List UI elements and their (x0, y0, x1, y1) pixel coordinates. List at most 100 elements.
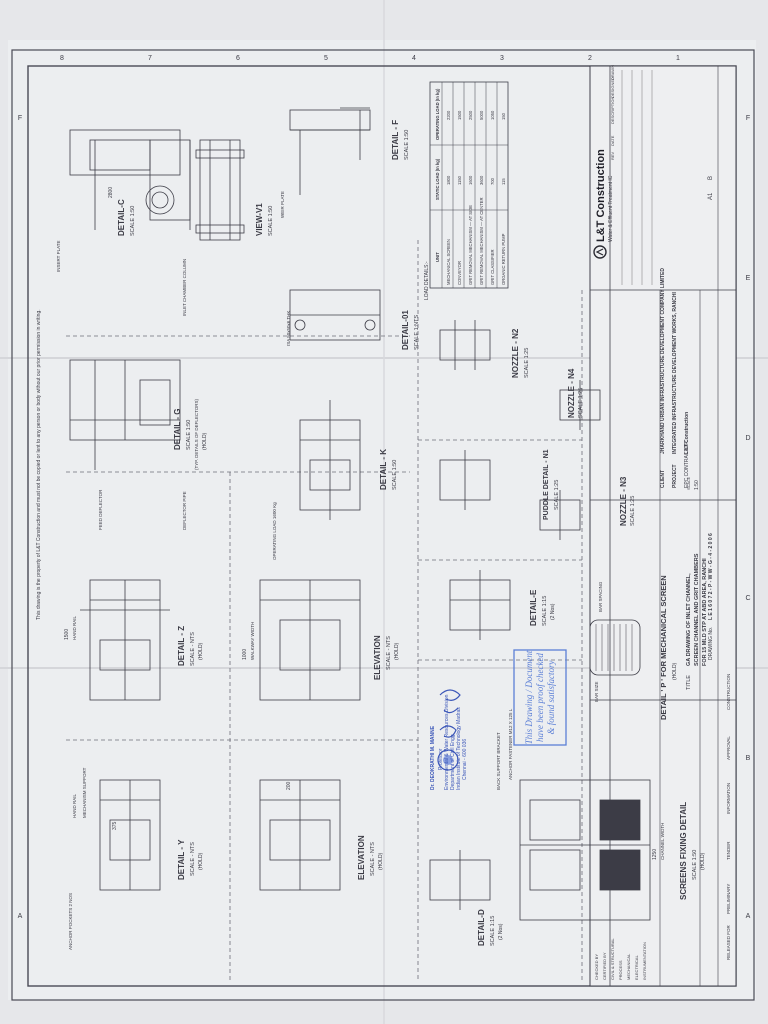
lt-logo: L&T Construction Water & Effluent Treatm… (593, 149, 614, 259)
num-6: 6 (236, 55, 240, 62)
svg-text:DESCRIPTION: DESCRIPTION (610, 97, 615, 124)
svg-text:Department of Civil Engg: Department of Civil Engg (450, 734, 456, 790)
mark-f: F (746, 115, 750, 122)
detail-y-title: DETAIL - Y (177, 839, 186, 880)
signatory-name: Dr. DEOKRATHI M. MANNE (430, 725, 436, 790)
hold-screens: (HOLD) (700, 852, 706, 870)
detail-y-view (99, 779, 161, 891)
detail-e-scale: SCALE 1:15 (542, 596, 548, 626)
client-name: JHARKHAND URBAN INFRASTRUCTURE DEVELOPME… (660, 268, 666, 454)
mark-c: C (745, 595, 750, 602)
nozzle-n4-scale: SCALE 1:25 (578, 388, 584, 418)
detail-c-title: DETAIL-C (117, 199, 126, 236)
epc-label: EPC CONTRACTOR (684, 441, 690, 488)
drawing-no: L E 1 6 0 7 2 - P - W W - G - 4 - 2 0 0 … (708, 533, 714, 620)
dim-200: 200 (286, 781, 292, 790)
detail-c-view (69, 129, 191, 230)
proof-check-stamp: This Drawing / Document have been proof … (513, 649, 567, 746)
svg-text:ELECTRICAL: ELECTRICAL (634, 955, 639, 980)
isa-label: ISA 50x50x6 THK (286, 311, 291, 346)
svg-text:5000: 5000 (479, 110, 484, 120)
mark-a: A (746, 913, 751, 920)
svg-text:GRIT REMOVAL MECHANISM — AT CE: GRIT REMOVAL MECHANISM — AT CENTER (479, 198, 484, 285)
num-5: 5 (324, 55, 328, 62)
view-v1 (195, 139, 245, 241)
bar-spacing-label: BAR SPACING (598, 581, 603, 612)
svg-text:OPERATING LOAD (In kg): OPERATING LOAD (In kg) (435, 88, 440, 140)
mark-d: D (745, 435, 750, 442)
channel-width-label: CHANNEL WIDTH (660, 823, 665, 860)
dim-1500: 1500 (64, 629, 70, 640)
elevation-lower-title: ELEVATION (357, 835, 366, 880)
elevation-scale: SCALE - NTS (386, 636, 392, 670)
elevation-title: ELEVATION (373, 635, 382, 680)
project-label: PROJECT (672, 464, 678, 488)
nozzle-n3-view (539, 490, 581, 540)
puddle-n1-view (439, 450, 491, 510)
svg-text:1150: 1150 (457, 175, 462, 185)
detail-g-title: DETAIL - G (173, 409, 182, 450)
detail-g-note: (TYP. DETAILS OF DEFLECTORS) (194, 398, 199, 470)
detail-d-view (429, 850, 491, 910)
elevation-upper-view (259, 579, 361, 701)
drawing-no-label: DRAWING No. (708, 627, 714, 660)
dim-1250: 1250 (652, 849, 658, 860)
detail-z-view (80, 579, 170, 701)
load-title: LOAD DETAILS:- (424, 261, 430, 300)
svg-text:2500: 2500 (468, 110, 473, 120)
revision-table: REV DATE DESCRIPTION DESIGNED DRAWN (610, 65, 653, 285)
inlet-chamber-label: INLET CHAMBER COLUMN (182, 259, 187, 316)
dim-1000: 1000 (242, 649, 248, 660)
load-details-table: LOAD DETAILS:- UNIT STATIC LOAD (In kg) … (424, 81, 509, 300)
svg-text:INFORMATION: INFORMATION (726, 783, 731, 814)
svg-text:CHECKED BY: CHECKED BY (594, 954, 599, 980)
mech-support-label: MECHANISM SUPPORT (82, 767, 87, 818)
svg-text:DESIGNED: DESIGNED (610, 77, 615, 98)
operating-load-label: OPERATING LOAD 1600 Kg (272, 502, 277, 560)
svg-text:GRIT CLASSIFIER: GRIT CLASSIFIER (490, 249, 495, 285)
detail-g-scale: SCALE 1:50 (186, 420, 192, 450)
detail-z-scale: SCALE - NTS (190, 632, 196, 666)
screens-fixing-scale: SCALE 1:50 (692, 850, 698, 880)
svg-text:APPROVAL: APPROVAL (726, 736, 731, 760)
sheet-size: A1 (708, 192, 714, 200)
detail-f-view (289, 107, 371, 195)
deflector-pipe-label: DEFLECTOR PIPE (182, 491, 187, 530)
svg-text:CONSTRUCTION: CONSTRUCTION (726, 674, 731, 710)
elevation-lower-scale: SCALE - NTS (370, 842, 376, 876)
dim-2800: 2800 (108, 187, 114, 198)
detail-e-view (449, 570, 511, 640)
view-v1-title: VIEW-V1 (255, 203, 264, 236)
svg-text:2200: 2200 (446, 110, 451, 120)
detail-d-title: DETAIL-D (477, 909, 486, 946)
border-marks: A B C D E F A F (18, 115, 751, 920)
title-line2: SCREEN CHANNEL AND GRIT CHAMBERS (694, 553, 700, 666)
mark-b: B (746, 755, 751, 762)
title-line1: GA DRAWING OF INLET CHANNEL, (686, 573, 692, 666)
stamp-text: This Drawing / Document have been proof … (523, 650, 556, 745)
hold-y: (HOLD) (198, 852, 204, 870)
detail-01-title: DETAIL-01 (401, 310, 410, 350)
detail-f-title: DETAIL - F (391, 120, 400, 160)
seal (437, 749, 459, 771)
svg-text:ORGANIC RETURN PUMP: ORGANIC RETURN PUMP (501, 233, 506, 285)
svg-text:DRAWN: DRAWN (610, 65, 615, 80)
scale-value: 1:50 (694, 480, 700, 490)
nozzle-n2-scale: SCALE 1:25 (524, 348, 530, 378)
svg-text:Chennai - 600 036: Chennai - 600 036 (462, 739, 468, 780)
svg-text:STATIC LOAD (In kg): STATIC LOAD (In kg) (435, 158, 440, 200)
border-numbers: 1 2 3 4 5 6 7 8 (60, 55, 680, 62)
detail-c-scale: SCALE 1:50 (130, 206, 136, 236)
svg-text:1500: 1500 (457, 110, 462, 120)
hold-g: (HOLD) (202, 432, 208, 450)
detail-e-title: DETAIL-E (529, 589, 538, 626)
title-label: TITLE (686, 675, 692, 690)
svg-text:700: 700 (490, 177, 495, 185)
project-name: INTEGRATED INFRASTRUCTURE DEVELOPMENT WO… (672, 292, 678, 454)
nozzle-n3-scale: SCALE 1:25 (630, 496, 636, 526)
svg-text:REV: REV (610, 151, 615, 160)
puddle-n1-scale: SCALE 1:25 (554, 480, 560, 510)
svg-text:CONVEYOR: CONVEYOR (457, 261, 462, 285)
walkway-label: WALKWAY WIDTH (250, 622, 255, 660)
svg-text:MECHANICAL: MECHANICAL (626, 953, 631, 980)
